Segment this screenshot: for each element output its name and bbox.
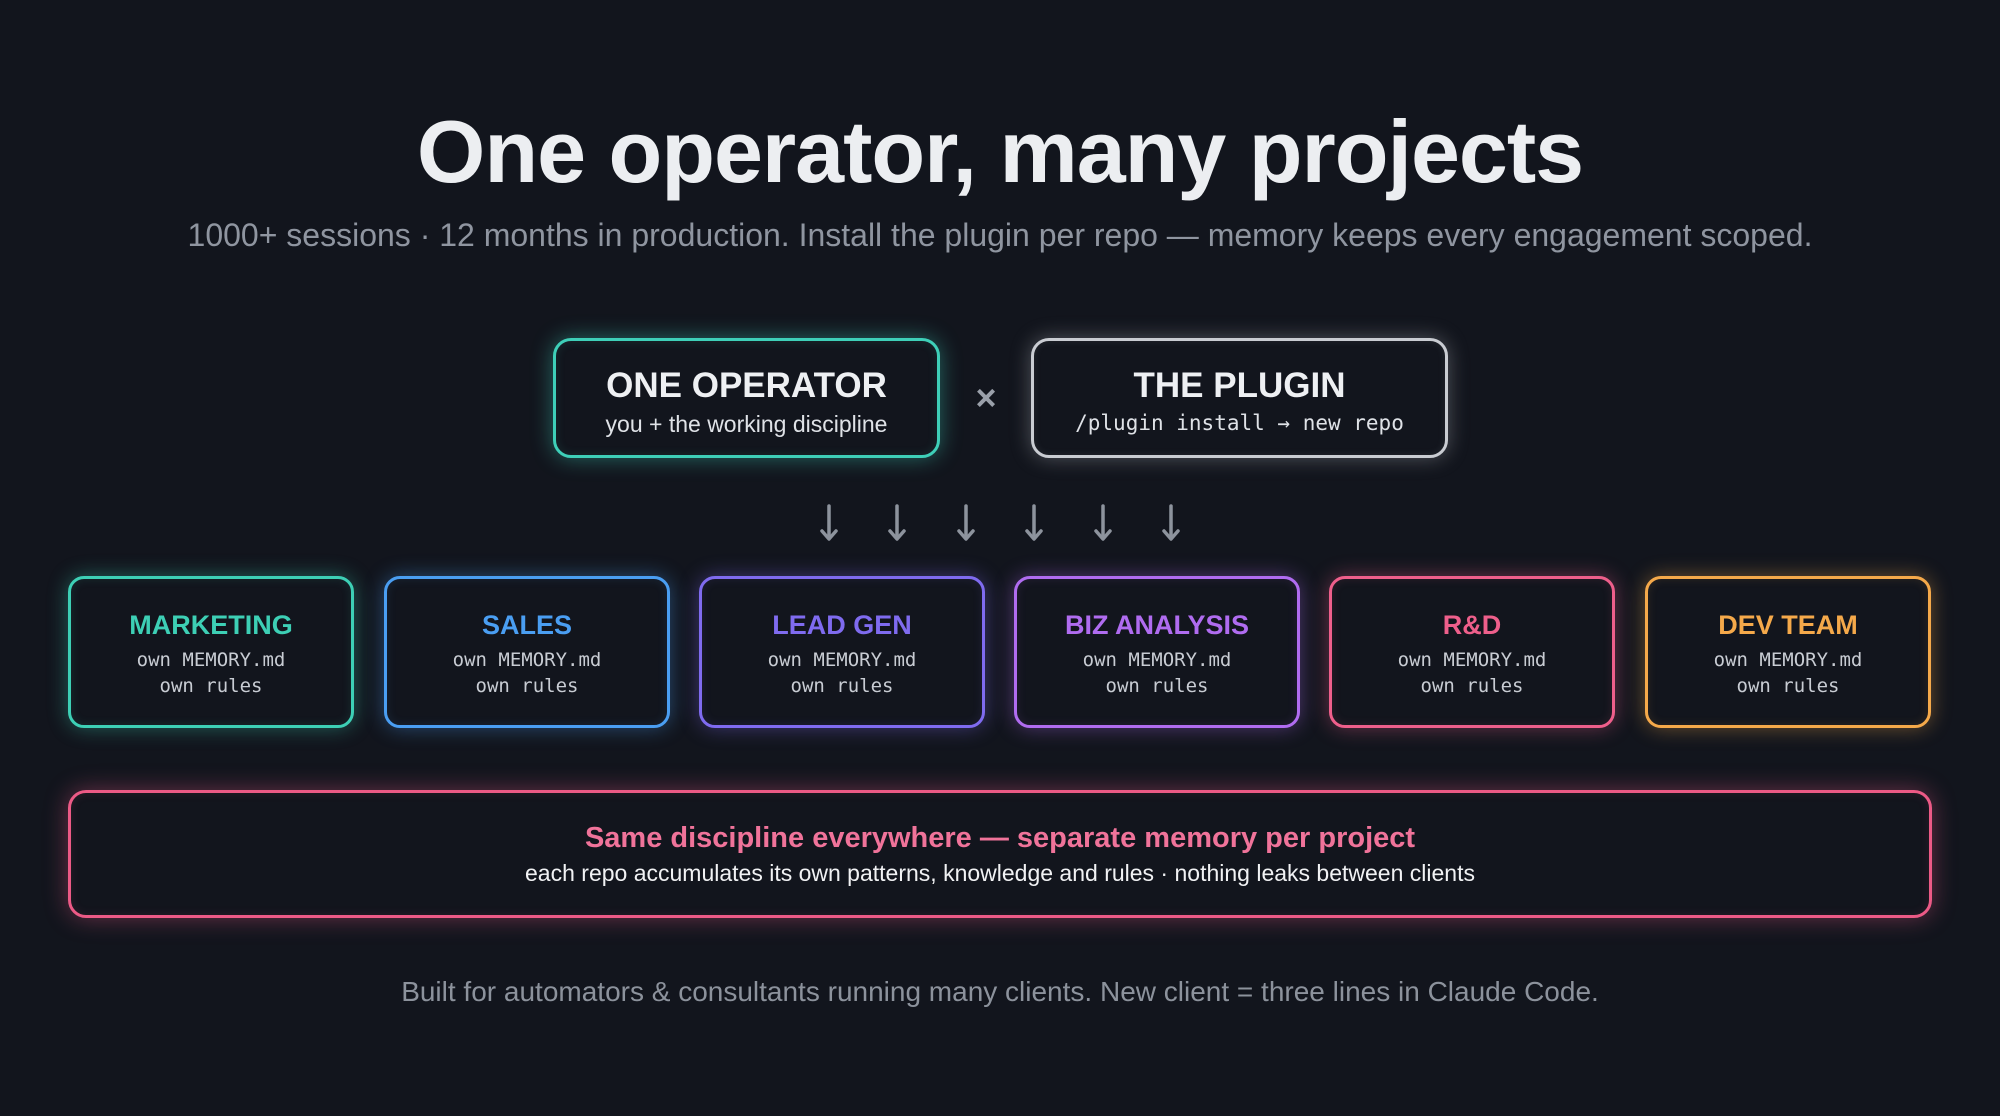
project-name: DEV TEAM — [1718, 610, 1858, 640]
project-box-biz-analysis: BIZ ANALYSIS own MEMORY.md own rules — [1014, 576, 1300, 728]
summary-description: each repo accumulates its own patterns, … — [525, 859, 1475, 886]
project-memory-label: own MEMORY.md — [1082, 649, 1232, 672]
project-rules-label: own rules — [475, 675, 579, 698]
project-box-r-and-d: R&D own MEMORY.md own rules — [1329, 576, 1615, 728]
project-rules-label: own rules — [1105, 675, 1209, 698]
project-rules-label: own rules — [1736, 675, 1840, 698]
down-arrow-icon — [1092, 504, 1114, 544]
plugin-box: THE PLUGIN /plugin install → new repo — [1031, 338, 1448, 458]
project-name: R&D — [1442, 610, 1502, 640]
project-box-marketing: MARKETING own MEMORY.md own rules — [68, 576, 354, 728]
down-arrow-icon — [955, 504, 977, 544]
project-rules-label: own rules — [790, 675, 894, 698]
page-title: One operator, many projects — [416, 102, 1584, 201]
down-arrow-icon — [1160, 504, 1182, 544]
project-box-sales: SALES own MEMORY.md own rules — [384, 576, 670, 728]
project-name: SALES — [481, 610, 573, 640]
down-arrow-icon — [886, 504, 908, 544]
footer-note: Built for automators & consultants runni… — [401, 976, 1599, 1007]
operator-description: you + the working discipline — [605, 411, 888, 437]
plugin-heading: THE PLUGIN — [1133, 366, 1346, 405]
project-memory-label: own MEMORY.md — [1397, 649, 1547, 672]
project-memory-label: own MEMORY.md — [136, 649, 286, 672]
operator-box: ONE OPERATOR you + the working disciplin… — [553, 338, 940, 458]
summary-box: Same discipline everywhere — separate me… — [68, 790, 1932, 918]
project-name: LEAD GEN — [772, 610, 912, 640]
plugin-command: /plugin install → new repo — [1075, 411, 1404, 435]
project-rules-label: own rules — [159, 675, 263, 698]
project-name: BIZ ANALYSIS — [1064, 610, 1250, 640]
summary-heading: Same discipline everywhere — separate me… — [584, 822, 1416, 854]
project-box-dev-team: DEV TEAM own MEMORY.md own rules — [1645, 576, 1931, 728]
project-box-lead-gen: LEAD GEN own MEMORY.md own rules — [699, 576, 985, 728]
times-icon: × — [975, 377, 997, 418]
project-memory-label: own MEMORY.md — [1713, 649, 1863, 672]
down-arrow-icon — [818, 504, 840, 544]
down-arrow-icon — [1023, 504, 1045, 544]
project-memory-label: own MEMORY.md — [767, 649, 917, 672]
operator-heading: ONE OPERATOR — [606, 366, 887, 405]
project-rules-label: own rules — [1420, 675, 1524, 698]
page-subtitle: 1000+ sessions · 12 months in production… — [187, 217, 1813, 253]
project-memory-label: own MEMORY.md — [452, 649, 602, 672]
project-name: MARKETING — [129, 610, 293, 640]
